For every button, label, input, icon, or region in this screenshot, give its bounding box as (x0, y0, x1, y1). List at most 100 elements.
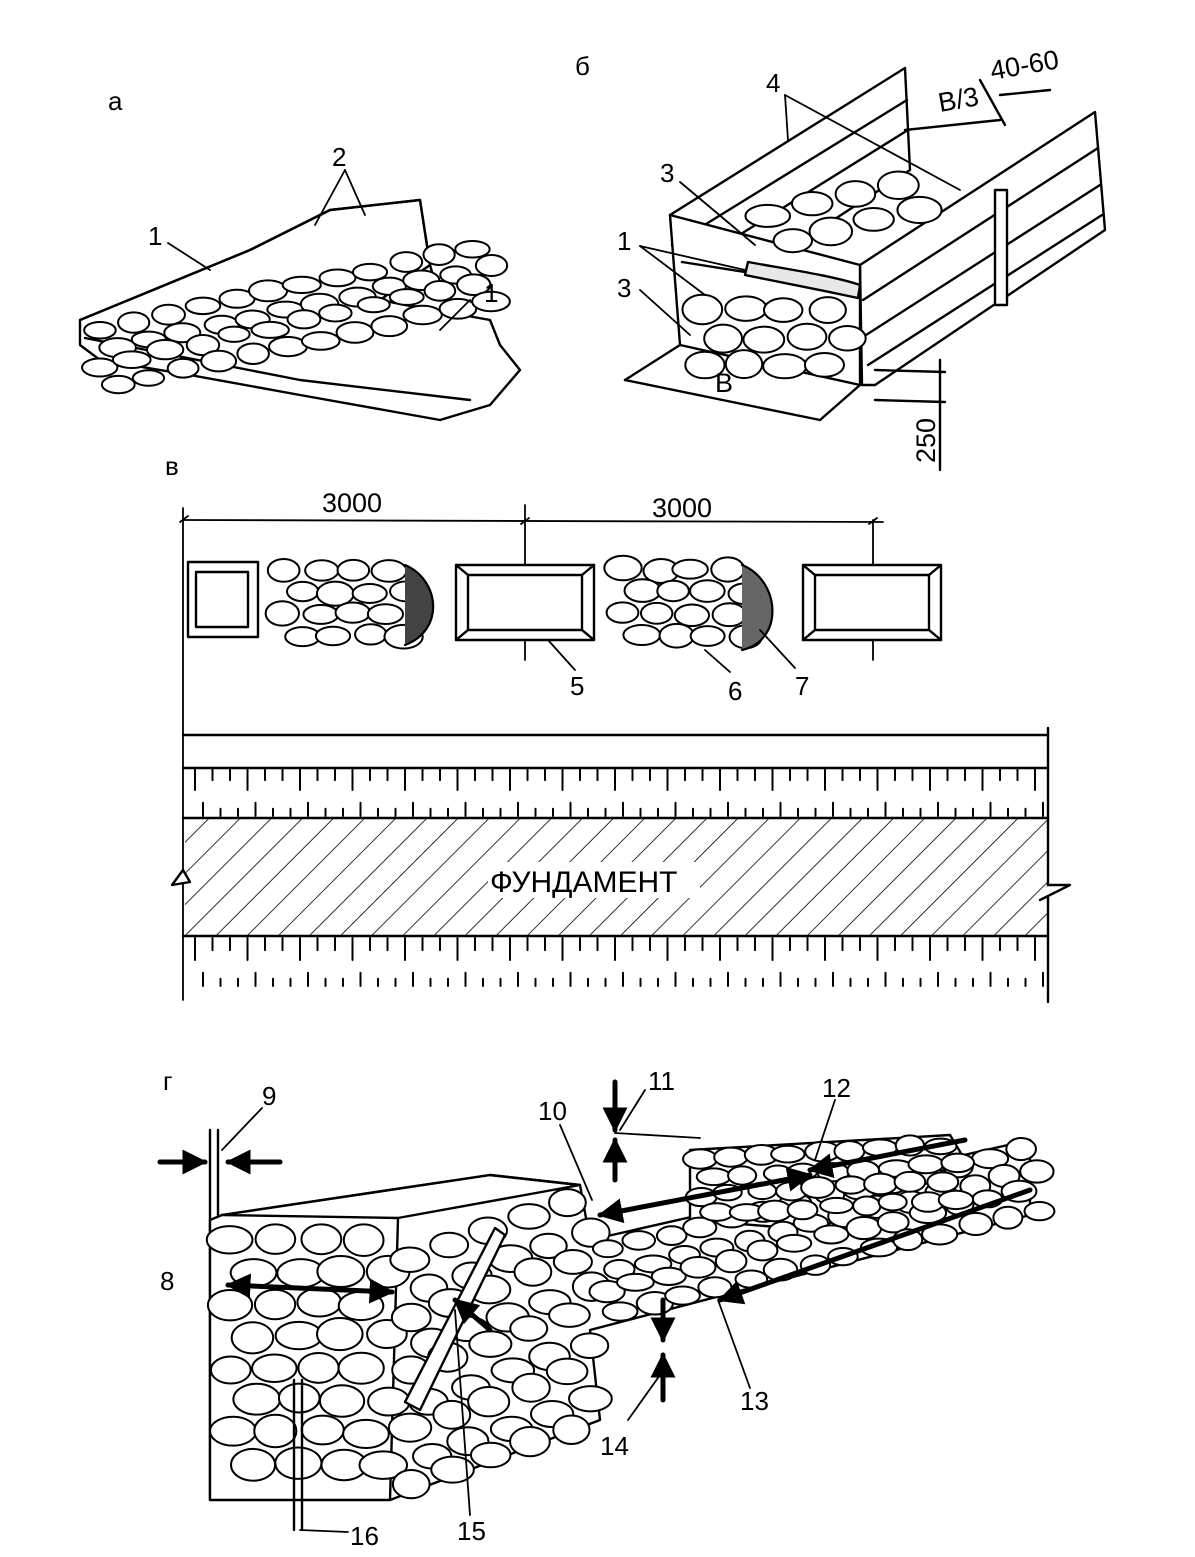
rubble-stone (454, 239, 491, 259)
wall-stone (253, 1288, 297, 1321)
panel-b-letter: б (575, 51, 590, 81)
rubble-stone (100, 374, 136, 395)
rubble-stone (300, 331, 341, 351)
dim-height: 250 (911, 418, 941, 463)
panel-g-leaders (221, 1089, 836, 1533)
rubble-stone (217, 325, 251, 343)
pier-stone (264, 600, 300, 627)
rubble-stone (370, 315, 409, 338)
wall-stone (695, 1167, 732, 1187)
masonry-corner-drawing (78, 198, 522, 422)
pier-stone (656, 579, 690, 603)
rubble-stone (356, 296, 391, 314)
wall-stone (845, 1215, 883, 1241)
formwork-stone (724, 295, 768, 322)
rubble-stone (248, 279, 289, 303)
panel-a-callouts: 2 1 1 (148, 142, 498, 331)
rubble-stone (474, 253, 509, 278)
pier-stone (370, 559, 408, 583)
opening-frame-2 (454, 563, 596, 642)
wall-stone (852, 1195, 882, 1217)
wall-stone (230, 1447, 277, 1482)
wall-stone (316, 1317, 364, 1352)
wall-stone (337, 1290, 385, 1322)
wall-stone (682, 1148, 719, 1170)
rubble-stone (423, 280, 457, 302)
rubble-stone (351, 262, 389, 282)
wall-stone (251, 1353, 298, 1384)
wall-stone (209, 1415, 258, 1447)
pier-stone (658, 622, 695, 649)
wall-stone (509, 1426, 551, 1458)
callout-g-12: 12 (822, 1073, 851, 1103)
wall-stone (877, 1192, 908, 1212)
formwork-stone (744, 203, 792, 228)
pier-stone (639, 601, 674, 625)
rubble-stone (81, 357, 119, 378)
formwork-stone (786, 322, 828, 351)
wall-stones (205, 1134, 1056, 1500)
rubble-stone (200, 349, 238, 373)
callout-v-7: 7 (795, 671, 809, 701)
panel-v-callouts: 5 6 7 (547, 629, 809, 706)
wall-stone (650, 1266, 687, 1286)
rubble-pier-2 (603, 554, 774, 652)
pier-stone (689, 625, 726, 647)
callout-b-1: 1 (617, 226, 631, 256)
formwork-stone (834, 180, 877, 208)
wall-stone (274, 1320, 323, 1351)
wall-stone (205, 1225, 254, 1255)
wall-stone (337, 1351, 385, 1385)
callout-b-4: 4 (766, 68, 780, 98)
wall-stone (342, 1418, 390, 1450)
rubble-stone (184, 296, 222, 316)
wall-stone (254, 1223, 297, 1255)
callout-g-14: 14 (600, 1431, 629, 1461)
wall-stone (601, 1301, 639, 1322)
panel-b: б (575, 44, 1107, 472)
pier-stone (623, 578, 662, 603)
wall-stone (300, 1223, 343, 1256)
rubble-stone (131, 369, 166, 387)
wall-stone (591, 1239, 624, 1259)
dim-spacing-2: 3000 (652, 493, 712, 523)
upper-masonry-band (194, 767, 1044, 817)
pier-stone (354, 623, 388, 646)
wall-stone (800, 1176, 836, 1199)
panel-g: г (157, 1066, 1056, 1551)
wall-stone (389, 1246, 431, 1273)
wall-stone (1023, 1201, 1056, 1222)
pier-stone (266, 557, 301, 583)
wall-stone (432, 1399, 472, 1430)
wall-stone (863, 1172, 898, 1196)
wall-stone (714, 1249, 748, 1274)
formwork-stone (896, 195, 943, 225)
pier-stone (286, 580, 320, 603)
wall-stone (588, 1279, 626, 1304)
formwork-stone (703, 323, 744, 354)
rubble-stone (146, 339, 185, 361)
wall-stone (775, 1233, 813, 1253)
formwork-stone (724, 349, 764, 380)
formwork-stones (681, 170, 943, 380)
callout-a-2: 2 (332, 142, 346, 172)
callout-g-9: 9 (262, 1081, 276, 1111)
wall-stone (253, 1413, 298, 1449)
wall-stone (786, 1199, 819, 1221)
rubble-stone (281, 275, 322, 295)
callout-a-1-right: 1 (484, 278, 498, 308)
formwork-stone (808, 296, 847, 324)
wall-stone (834, 1175, 868, 1195)
opening-frame-3 (801, 563, 943, 642)
formwork-stone (852, 207, 895, 232)
callout-g-10: 10 (538, 1096, 567, 1126)
panel-g-callouts: 9 11 10 12 8 13 14 15 16 (160, 1066, 851, 1551)
wall-stone (390, 1302, 432, 1333)
wall-stone (937, 1189, 975, 1211)
wall-stone (571, 1217, 611, 1248)
wall-stone (507, 1203, 551, 1230)
foundation-section (170, 726, 1072, 1004)
rubble-stone (83, 320, 117, 340)
pier-stone (336, 558, 371, 582)
panel-g-letter: г (163, 1066, 172, 1096)
